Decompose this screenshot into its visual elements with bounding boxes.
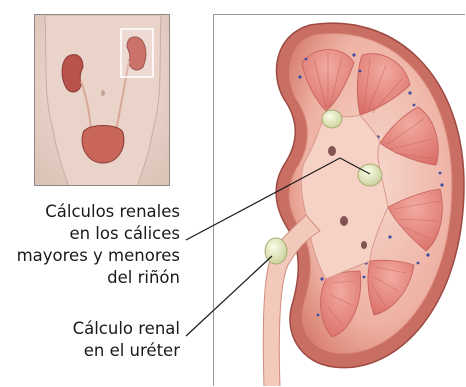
label-line: del riñón: [17, 267, 180, 289]
label-kidney-stones-calyces: Cálculos renales en los cálices mayores …: [17, 201, 180, 289]
label-line: en los cálices: [17, 223, 180, 245]
label-line: Cálculo renal: [73, 318, 180, 340]
torso-inset: [34, 14, 170, 186]
zoom-box: [121, 29, 153, 77]
stone-upper-calyx: [322, 110, 342, 128]
label-line: mayores y menores: [17, 245, 180, 267]
label-ureter-stone: Cálculo renal en el uréter: [73, 318, 180, 362]
label-line: Cálculos renales: [17, 201, 180, 223]
kidney-cross-section-icon: [214, 15, 465, 386]
navel: [101, 90, 105, 96]
left-kidney-icon: [62, 55, 83, 92]
stone-ureter: [265, 238, 287, 264]
bladder-icon: [82, 126, 124, 164]
kidney-cross-section-panel: [213, 14, 465, 386]
torso-illustration: [35, 15, 170, 186]
stone-major-calyx: [358, 164, 382, 186]
label-line: en el uréter: [73, 340, 180, 362]
